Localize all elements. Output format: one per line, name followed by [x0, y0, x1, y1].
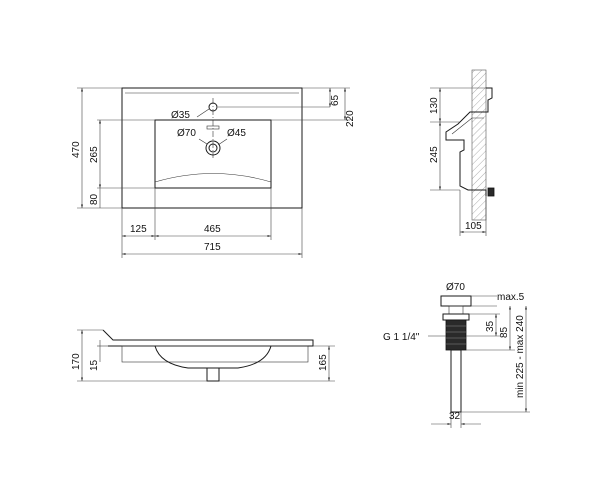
leader-045	[217, 138, 228, 146]
drain-tailpipe	[450, 349, 462, 413]
dim-105: 105	[465, 221, 482, 232]
label-max5: max.5	[497, 292, 525, 303]
front-view: 170 15 165	[71, 329, 335, 382]
drain-cap-neck	[448, 305, 464, 315]
dim-15: 15	[89, 359, 100, 371]
bowl-front-curve	[154, 173, 272, 183]
dim-465: 465	[204, 224, 221, 235]
drain-flange	[442, 313, 470, 321]
dim-35: 35	[485, 320, 496, 332]
top-view: Ø35 Ø70 Ø45 65 220 470 265 80 125 465	[71, 87, 356, 258]
leader-070	[198, 138, 208, 145]
drain-cap	[440, 295, 472, 307]
dim-32: 32	[449, 411, 461, 422]
dim-170: 170	[71, 353, 82, 370]
dim-470: 470	[71, 141, 82, 158]
label-thread: G 1 1/4"	[383, 332, 420, 343]
front-drain	[206, 367, 220, 382]
dim-220: 220	[345, 110, 356, 127]
drain-thread	[445, 319, 467, 351]
basin-outline-top	[121, 87, 303, 209]
dim-265: 265	[89, 146, 100, 163]
dim-165: 165	[318, 354, 329, 371]
label-diameter-35: Ø35	[171, 110, 190, 121]
dim-715: 715	[204, 242, 221, 253]
dim-65: 65	[330, 94, 341, 106]
dim-range: min 225 - max 240	[515, 315, 526, 398]
drain-view: Ø70 max.5 G 1 1/4" 35 85 min 225 - max 2…	[383, 282, 530, 428]
dim-80: 80	[89, 193, 100, 205]
front-bowl	[154, 345, 272, 369]
side-drain-part	[487, 187, 495, 197]
front-body	[121, 345, 309, 363]
front-top-slab	[102, 329, 314, 347]
label-diameter-45: Ø45	[227, 128, 246, 139]
wall-section	[471, 69, 487, 221]
dim-85: 85	[499, 326, 510, 338]
drain-label-diameter-70: Ø70	[446, 282, 465, 293]
basin-profile	[445, 87, 493, 196]
side-view: 130 245 105	[429, 69, 495, 236]
leader-035	[196, 108, 210, 118]
basin-profile-inner	[451, 117, 484, 135]
dim-125: 125	[130, 224, 147, 235]
dim-245: 245	[429, 146, 440, 163]
label-diameter-70: Ø70	[177, 128, 196, 139]
dim-130: 130	[429, 97, 440, 114]
